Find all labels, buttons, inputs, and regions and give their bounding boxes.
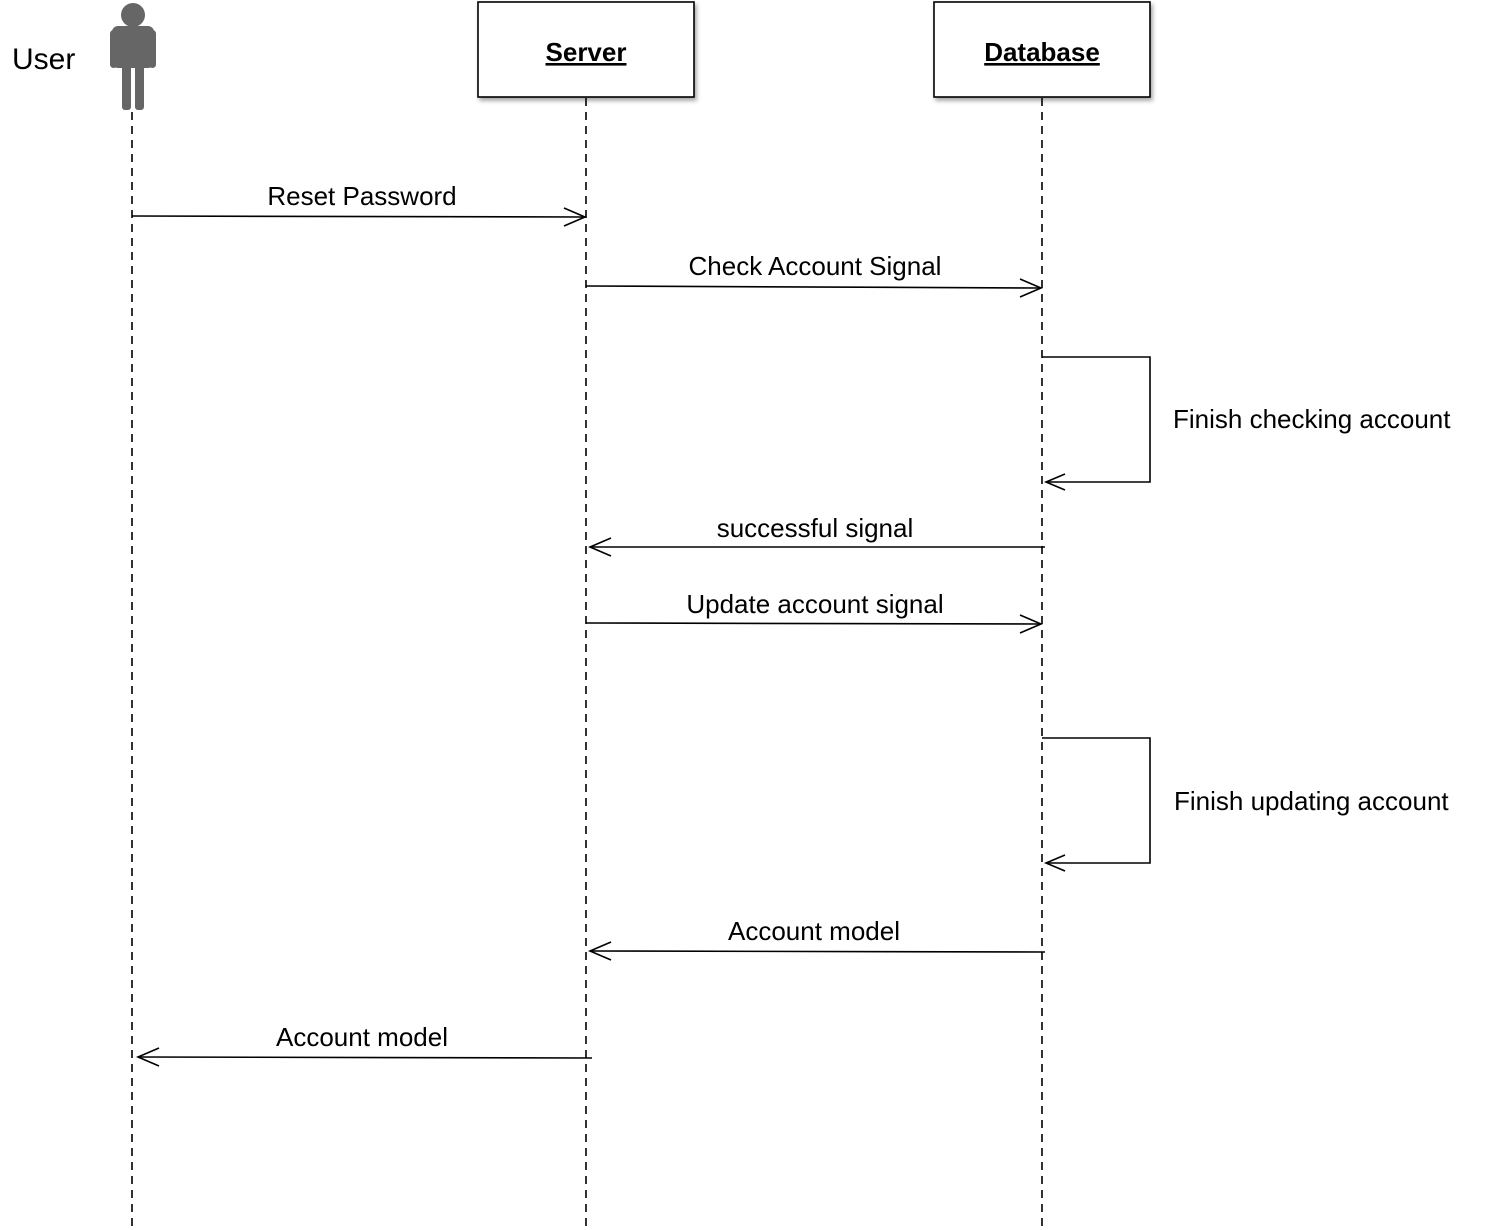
message-label: Update account signal [686, 589, 943, 619]
message-arrow-line [137, 1056, 593, 1059]
person-icon [110, 3, 156, 110]
database-label: Database [984, 37, 1100, 67]
server-participant: Server [477, 1, 695, 98]
arrowhead-icon [135, 1047, 160, 1067]
message-arrow-line [585, 285, 1041, 289]
server-label: Server [546, 37, 627, 67]
message-label: successful signal [717, 513, 914, 543]
arrowhead-icon [587, 941, 612, 961]
arrowhead-icon [1019, 278, 1044, 298]
message-update-account: Update account signal [585, 589, 1044, 634]
message-arrow-line [589, 950, 1046, 953]
message-finish-updating: Finish updating account [1042, 737, 1449, 872]
message-arrow-line [131, 215, 585, 218]
message-account-model-to-user: Account model [135, 1022, 593, 1067]
message-reset-password: Reset Password [131, 181, 588, 227]
message-label: Finish updating account [1174, 786, 1449, 816]
arrowhead-icon [587, 537, 612, 557]
message-check-account: Check Account Signal [585, 251, 1044, 298]
arrowhead-icon [1043, 473, 1066, 491]
message-arrow-line [585, 622, 1041, 625]
arrowhead-icon [563, 207, 588, 227]
actor-label: User [12, 43, 75, 76]
message-label: Check Account Signal [689, 251, 942, 281]
message-label: Finish checking account [1173, 404, 1451, 434]
self-message-line [1042, 737, 1151, 864]
database-box [933, 1, 1151, 98]
message-label: Reset Password [267, 181, 456, 211]
message-account-model-to-server: Account model [587, 916, 1046, 961]
arrowhead-icon [1043, 854, 1066, 872]
message-finish-checking: Finish checking account [1042, 356, 1451, 491]
user-actor: User [12, 3, 156, 110]
message-label: Account model [276, 1022, 448, 1052]
message-successful-signal: successful signal [587, 513, 1045, 557]
message-label: Account model [728, 916, 900, 946]
self-message-line [1042, 356, 1151, 483]
arrowhead-icon [1019, 614, 1044, 634]
database-participant: Database [933, 1, 1151, 98]
server-box [477, 1, 695, 98]
